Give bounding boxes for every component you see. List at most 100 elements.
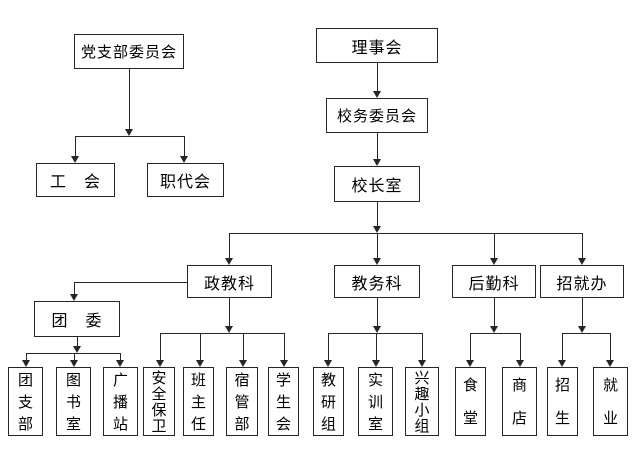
node-labor-union: 工 会 — [36, 163, 115, 197]
connector-line — [562, 333, 563, 360]
connector-line — [75, 136, 76, 156]
node-label: 校长室 — [351, 176, 403, 195]
node-label: 图书室 — [65, 370, 81, 433]
connector-line — [26, 353, 27, 360]
connector-line — [243, 333, 244, 360]
connector-line — [494, 298, 495, 326]
connector-line — [582, 233, 583, 258]
node-label: 学生会 — [275, 370, 291, 433]
node-enrollment: 招生 — [547, 367, 578, 436]
node-principal-office: 校长室 — [334, 166, 420, 202]
arrow-down-icon — [490, 326, 498, 333]
node-label: 就业 — [602, 375, 618, 427]
connector-line — [229, 233, 582, 234]
connector-line — [160, 333, 284, 334]
arrow-down-icon — [372, 360, 380, 367]
node-library: 图书室 — [56, 367, 91, 436]
arrow-down-icon — [156, 360, 164, 367]
arrow-down-icon — [125, 129, 133, 136]
arrow-down-icon — [373, 226, 381, 233]
node-label: 工 会 — [49, 172, 101, 191]
connector-line — [377, 202, 378, 226]
node-teaching-research-group: 教研组 — [313, 367, 344, 436]
arrow-down-icon — [73, 346, 81, 353]
node-academic-affairs-section: 教务科 — [334, 265, 420, 298]
arrow-down-icon — [196, 360, 204, 367]
connector-line — [229, 233, 230, 258]
connector-line — [610, 333, 611, 360]
node-label: 教研组 — [320, 370, 336, 433]
connector-line — [494, 233, 495, 258]
connector-line — [284, 333, 285, 360]
arrow-down-icon — [490, 258, 498, 265]
node-student-union: 学生会 — [268, 367, 299, 436]
node-label: 党支部委员会 — [80, 43, 177, 61]
node-label: 职代会 — [159, 172, 211, 191]
node-employment: 就业 — [593, 367, 628, 436]
node-recruitment-employment-office: 招就办 — [540, 265, 624, 298]
arrow-down-icon — [418, 360, 426, 367]
arrow-down-icon — [373, 258, 381, 265]
connector-line — [422, 333, 423, 360]
arrow-down-icon — [180, 156, 188, 163]
arrow-down-icon — [373, 326, 381, 333]
connector-line — [562, 333, 610, 334]
arrow-down-icon — [116, 360, 124, 367]
arrow-down-icon — [558, 360, 566, 367]
node-label: 食堂 — [462, 375, 478, 427]
node-interest-groups: 兴趣小组 — [405, 367, 439, 436]
arrow-down-icon — [373, 159, 381, 166]
node-political-education-section: 政教科 — [187, 265, 272, 298]
node-label: 校务委员会 — [336, 107, 417, 125]
node-school-affairs-committee: 校务委员会 — [326, 98, 428, 133]
connector-line — [184, 136, 185, 156]
node-logistics-section: 后勤科 — [452, 265, 536, 298]
connector-line — [77, 337, 78, 346]
connector-line — [470, 333, 471, 360]
connector-line — [200, 333, 201, 360]
node-store: 商店 — [502, 367, 537, 436]
node-label: 宿管部 — [234, 370, 250, 433]
connector-line — [328, 333, 329, 360]
node-training-room: 实训室 — [358, 367, 393, 436]
connector-line — [520, 333, 521, 360]
connector-line — [328, 333, 422, 334]
connector-line — [377, 133, 378, 159]
connector-line — [377, 233, 378, 258]
node-board-of-directors: 理事会 — [316, 28, 438, 63]
arrow-down-icon — [578, 258, 586, 265]
node-staff-congress: 职代会 — [147, 163, 224, 197]
node-label: 安全保卫 — [151, 368, 167, 435]
connector-line — [26, 353, 120, 354]
arrow-down-icon — [225, 258, 233, 265]
arrow-down-icon — [71, 156, 79, 163]
connector-line — [377, 63, 378, 91]
node-label: 团支部 — [17, 370, 33, 433]
node-label: 政教科 — [203, 273, 255, 293]
connector-line — [229, 298, 230, 326]
arrow-down-icon — [466, 360, 474, 367]
connector-line — [120, 353, 121, 360]
node-league-branch: 团支部 — [8, 367, 43, 436]
arrow-down-icon — [606, 360, 614, 367]
node-class-teachers: 班主任 — [183, 367, 214, 436]
node-label: 理事会 — [351, 37, 403, 57]
connector-line — [160, 333, 161, 360]
node-label: 招就办 — [556, 273, 608, 293]
arrow-down-icon — [225, 326, 233, 333]
node-label: 团 委 — [51, 311, 103, 330]
node-canteen: 食堂 — [455, 367, 486, 436]
arrow-down-icon — [22, 360, 30, 367]
arrow-down-icon — [70, 294, 78, 301]
node-label: 班主任 — [190, 370, 206, 433]
node-youth-league-committee: 团 委 — [34, 301, 120, 337]
node-label: 兴趣小组 — [414, 368, 430, 435]
node-label: 后勤科 — [468, 273, 520, 293]
node-label: 实训室 — [367, 370, 383, 433]
node-party-branch-committee: 党支部委员会 — [74, 34, 184, 69]
arrow-down-icon — [516, 360, 524, 367]
node-label: 教务科 — [351, 273, 403, 293]
node-broadcast-station: 广播站 — [103, 367, 138, 436]
connector-line — [582, 298, 583, 326]
